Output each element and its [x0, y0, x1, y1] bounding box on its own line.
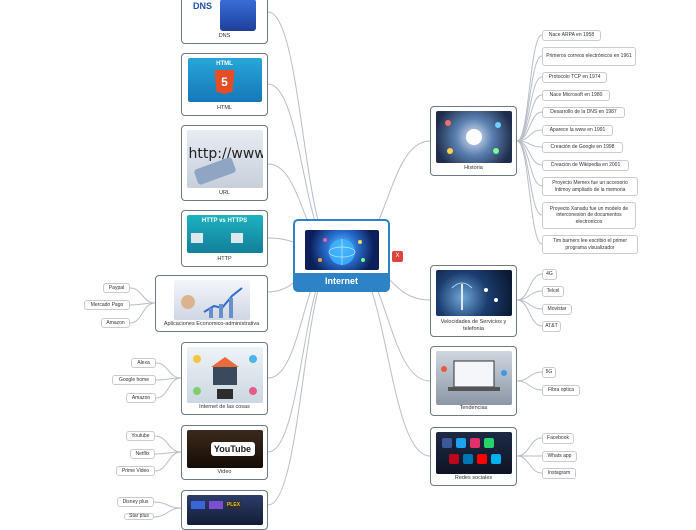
globe-icon [318, 238, 365, 265]
branch-streaming[interactable]: PLEX [181, 490, 268, 530]
branch-apps-label: Aplicaciones Economico-administrativa [163, 321, 260, 327]
leaf-netflix[interactable]: Netflix [130, 449, 155, 459]
branch-url-label: URL [218, 190, 230, 196]
leaf-connector [153, 507, 182, 518]
leaf-4g[interactable]: 4G [542, 269, 557, 280]
leaf-google-home[interactable]: Google home [112, 375, 156, 385]
leaf-star-plus[interactable]: Star plus [124, 513, 154, 520]
leaf-historia-10[interactable]: Proyecto Xanadu fue un modelo de interco… [542, 202, 636, 229]
leaf-5g[interactable]: 5G [542, 367, 556, 378]
leaf-connector [516, 273, 543, 301]
http-image-text: HTTP vs HTTPS [201, 218, 248, 224]
laptop-icon [440, 360, 507, 391]
leaf-instagram[interactable]: Instagram [542, 468, 576, 479]
leaf-connector [129, 302, 156, 324]
leaf-historia-4[interactable]: Nace Microsoft en 1980 [542, 90, 610, 101]
app-tile-icon [208, 501, 223, 509]
leaf-connector [516, 299, 543, 327]
branch-apps[interactable]: Aplicaciones Economico-administrativa [155, 275, 268, 332]
branch-historia[interactable]: Historia [430, 106, 517, 176]
social-app-icons [441, 438, 501, 464]
smart-home-icon [192, 355, 257, 399]
branch-html[interactable]: HTML 5 HTML [181, 53, 268, 116]
leaf-historia-1[interactable]: Nace ARPA en 1958 [542, 30, 601, 41]
leaf-historia-2[interactable]: Primeros correos electrónicos en 1961 [542, 47, 636, 66]
leaf-prime-video[interactable]: Prime Video [116, 466, 155, 476]
leaf-connector [516, 371, 543, 382]
branch-historia-label: Historia [464, 165, 483, 171]
leaf-historia-8[interactable]: Creación de Wikipedia en 2001 [542, 160, 629, 171]
branch-http[interactable]: HTTP vs HTTPS HTTP [181, 210, 268, 267]
dns-image-text: DNS [187, 0, 218, 31]
leaf-connector [516, 455, 543, 474]
branch-dns-label: DNS [218, 33, 231, 39]
leaf-disney-plus[interactable]: Disney plus [117, 497, 154, 507]
branch-tendencias[interactable]: Tendencias [430, 346, 517, 416]
leaf-connector [129, 287, 156, 304]
network-tower-icon [451, 282, 498, 310]
html5-icon: 5 [214, 70, 235, 94]
branch-tendencias-label: Tendencias [459, 405, 488, 411]
leaf-connector [516, 111, 543, 142]
leaf-connector [155, 362, 182, 379]
youtube-logo: YouTube [210, 442, 255, 456]
branch-video-label: Video [217, 469, 232, 475]
leaf-movistar[interactable]: Movistar [542, 304, 572, 315]
plex-logo: PLEX [226, 501, 241, 509]
central-topic[interactable]: Internet [293, 219, 390, 292]
leaf-connector [153, 501, 182, 509]
branch-dns[interactable]: DNS DNS [181, 0, 268, 44]
growth-chart-icon [180, 287, 243, 318]
leaf-historia-9[interactable]: Proyecto Memex fue un accesorio íntimoy … [542, 177, 638, 196]
leaf-historia-5[interactable]: Desarrollo de la DNS en 1987 [542, 107, 625, 118]
server-icon [219, 0, 256, 31]
computer-icon [230, 233, 243, 243]
leaf-fibra-optica[interactable]: Fibra optica [542, 385, 580, 396]
branch-http-label: HTTP [217, 256, 232, 262]
leaf-att[interactable]: AT&T [542, 321, 561, 332]
xmind-icon[interactable]: X [392, 251, 403, 262]
branch-iot[interactable]: Internet de las cosas [181, 342, 268, 415]
leaf-connector [154, 435, 182, 453]
leaf-connector [516, 34, 543, 142]
leaf-whatsapp[interactable]: Whats app [542, 451, 577, 462]
url-image-text: http://www. [188, 146, 263, 162]
network-icons [444, 120, 501, 154]
central-topic-title: Internet [295, 273, 388, 292]
branch-connector [267, 254, 339, 506]
leaf-youtube[interactable]: Youtube [126, 431, 155, 441]
leaf-historia-11[interactable]: Tim barners lee escribio el primer progr… [542, 235, 638, 254]
leaf-connector [516, 55, 543, 142]
branch-velocidades-label: Velocidades de Servicios y telefonia [440, 319, 507, 332]
leaf-historia-6[interactable]: Aparece la www en 1991 [542, 125, 613, 136]
branch-redes-label: Redes sociales [454, 475, 493, 481]
leaf-amazon[interactable]: Amazon [101, 318, 130, 328]
leaf-alexa[interactable]: Alexa [131, 358, 156, 368]
leaf-paypal[interactable]: Paypal [103, 283, 130, 293]
leaf-connector [154, 451, 182, 472]
leaf-telcel[interactable]: Telcel [542, 286, 564, 297]
leaf-facebook[interactable]: Facebook [542, 433, 574, 444]
leaf-historia-7[interactable]: Creación de Google en 1998 [542, 142, 623, 153]
branch-url[interactable]: http://www. URL [181, 125, 268, 201]
leaf-amazon-iot[interactable]: Amazon [126, 393, 156, 403]
branch-video[interactable]: YouTube Video [181, 425, 268, 480]
branch-iot-label: Internet de las cosas [199, 404, 250, 410]
leaf-connector [516, 437, 543, 457]
leaf-historia-3[interactable]: Protocolo TCP en 1974 [542, 72, 607, 83]
html-image-text: HTML [216, 61, 233, 67]
computer-icon [190, 233, 203, 243]
branch-html-label: HTML [217, 105, 232, 111]
app-tile-icon [190, 501, 205, 509]
leaf-connector [516, 140, 543, 245]
branch-velocidades[interactable]: Velocidades de Servicios y telefonia [430, 265, 517, 337]
leaf-connector [155, 377, 182, 399]
leaf-mercado-pago[interactable]: Mercado Pago [84, 300, 130, 310]
leaf-connector [516, 94, 543, 142]
branch-redes[interactable]: Redes sociales [430, 427, 517, 486]
leaf-connector [516, 380, 543, 391]
internet-globe-image [305, 230, 379, 270]
